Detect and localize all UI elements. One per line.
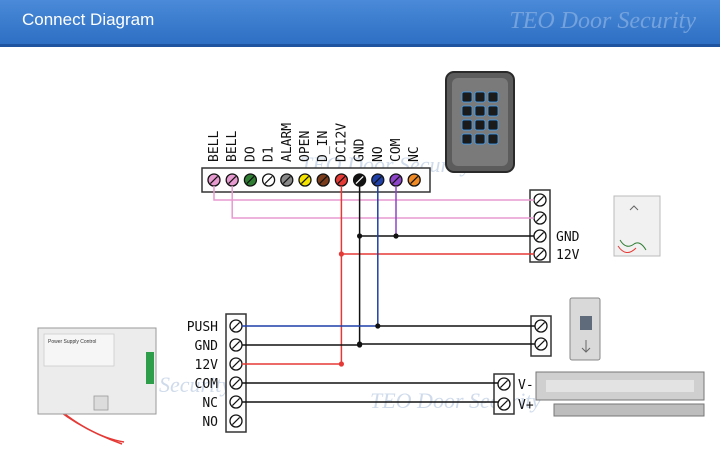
keypad-terminal-screw: [298, 173, 312, 187]
power-supply-terminal-label: NO: [202, 415, 218, 430]
doorbell-terminal-screw: [533, 211, 547, 225]
power-supply-terminal-screw: [229, 338, 243, 352]
keypad-key: [487, 133, 499, 145]
keypad-terminal-screw: [371, 173, 385, 187]
keypad-terminal-label: ALARM: [280, 123, 295, 162]
doorbell-terminal-strip: GND 12V: [529, 189, 580, 263]
keypad-terminal-screw: [243, 173, 258, 187]
power-supply-terminal-screw: [229, 376, 243, 390]
keypad-key: [487, 119, 499, 131]
doorbell-device: [613, 195, 661, 257]
watermark: TEO Door Security: [370, 388, 541, 413]
keypad-terminal-label: DC12V: [334, 123, 349, 162]
wire-junction: [357, 233, 363, 239]
doorbell-terminal-screw: [533, 193, 547, 207]
keypad-terminal-label: COM: [389, 138, 404, 162]
lock-terminal-screw: [497, 377, 511, 391]
power-supply-terminal-screw: [229, 319, 243, 333]
psu-title: Power Supply Control: [48, 339, 96, 345]
wire-junction: [338, 251, 344, 257]
keypad-key: [487, 105, 499, 117]
keypad-key: [474, 119, 486, 131]
keypad-terminal-label: BELL: [225, 131, 240, 162]
keypad-terminal-screw: [225, 173, 239, 187]
keypad-terminal-screw: [207, 173, 221, 187]
power-12v-wire: [242, 186, 343, 365]
keypad-key: [474, 105, 486, 117]
lock-terminal-screw: [497, 397, 511, 411]
keypad-terminal-screw: [407, 173, 421, 187]
keypad-key: [487, 91, 499, 103]
bell-wire: [231, 186, 534, 219]
magnetic-lock-device: [535, 371, 705, 417]
exit-button-terminal-screw: [534, 319, 548, 333]
exit-button-terminal-strip: [530, 315, 552, 357]
wire-junction: [338, 361, 344, 367]
keypad-key: [461, 133, 473, 145]
power-supply-terminal-screw: [229, 395, 243, 409]
power-supply-terminal-screw: [229, 414, 243, 428]
doorbell-terminal-label: GND: [556, 230, 580, 245]
keypad-terminal-label: OPEN: [298, 131, 313, 162]
power-supply-terminal-label: GND: [195, 339, 219, 354]
no-wire: [242, 186, 379, 327]
bell-wire: [213, 186, 534, 201]
keypad-key: [461, 91, 473, 103]
keypad-terminal-label: D_IN: [316, 131, 331, 162]
wires: [213, 186, 535, 403]
keypad-terminal-label: NO: [371, 146, 386, 162]
keypad-keys: [461, 91, 499, 145]
brand-watermark: TEO Door Security: [509, 8, 696, 34]
wire-junction: [357, 342, 363, 348]
keypad-terminal-label: D1: [262, 146, 277, 162]
power-supply-terminal-label: 12V: [195, 358, 219, 373]
lock-terminal-label: V+: [518, 398, 534, 413]
lock-terminal-strip: V- V+: [493, 373, 534, 415]
power-supply-terminal-screw: [229, 357, 243, 371]
keypad-terminal-label: BELL: [207, 131, 222, 162]
doorbell-terminal-label: 12V: [556, 248, 580, 263]
exit-button-device: [569, 297, 601, 361]
power-supply-terminal-label: COM: [195, 377, 219, 392]
keypad-key: [474, 91, 486, 103]
doorbell-terminal-screw: [533, 247, 547, 261]
power-supply-unit: Power Supply Control: [37, 327, 157, 445]
keypad-terminal-screw: [334, 173, 349, 187]
keypad-key: [461, 105, 473, 117]
keypad-terminal-label: DO: [243, 146, 258, 162]
page-title: Connect Diagram: [22, 10, 155, 29]
wire-junction: [393, 233, 399, 239]
power-supply-terminal-label: NC: [202, 396, 218, 411]
wire-junction: [375, 323, 381, 329]
power-supply-terminal-strip: PUSH GND 12V COM NC NO: [187, 313, 247, 433]
keypad-terminal-screw: [389, 173, 403, 187]
keypad-device: [445, 71, 515, 173]
keypad-terminal-screw: [316, 173, 330, 187]
keypad-terminal-screw: [280, 173, 294, 187]
keypad-terminal-label: NC: [407, 146, 422, 162]
keypad-terminal-screw: [352, 173, 367, 187]
keypad-terminal-label: GND: [353, 138, 368, 162]
lock-terminal-label: V-: [518, 378, 534, 393]
power-supply-terminal-label: PUSH: [187, 320, 218, 335]
keypad-key: [461, 119, 473, 131]
keypad-terminal-screw: [261, 173, 276, 187]
keypad-key: [474, 133, 486, 145]
header-bar: Connect Diagram TEO Door Security: [0, 0, 720, 47]
exit-button-terminal-screw: [534, 337, 548, 351]
doorbell-terminal-screw: [533, 229, 547, 243]
